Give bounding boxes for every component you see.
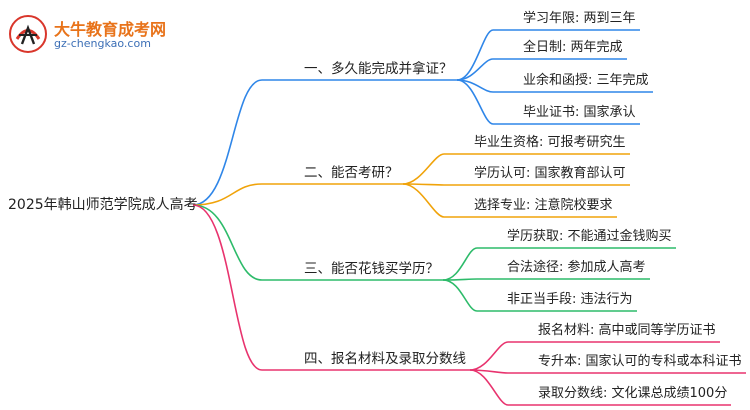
leaf-connector-0-0 [456, 29, 640, 81]
site-logo[interactable]: 大牛教育成考网 gz-chengkao.com [8, 14, 178, 54]
leaf-part-time: 业余和函授: 三年完成 [523, 73, 649, 88]
logo-name: 大牛教育成考网 [54, 20, 167, 39]
leaf-admission-score: 录取分数线: 文化课总成绩100分 [538, 386, 728, 401]
leaf-connector-0-2 [456, 79, 653, 93]
leaf-graduate-eligibility: 毕业生资格: 可报考研究生 [474, 135, 626, 150]
leaf-connector-1-0 [402, 153, 630, 185]
root-topic: 2025年韩山师范学院成人高考 [8, 197, 198, 213]
branch-materials: 四、报名材料及录取分数线 [304, 351, 466, 367]
root-connector-0 [192, 79, 263, 206]
leaf-legal-path: 合法途径: 参加成人高考 [507, 260, 646, 275]
branch-postgraduate: 二、能否考研？ [304, 165, 399, 181]
branch-buy-degree: 三、能否花钱买学历？ [304, 261, 439, 277]
leaf-connector-0-3 [456, 79, 640, 125]
logo-url: gz-chengkao.com [54, 37, 151, 50]
leaf-connector-1-1 [402, 183, 630, 186]
leaf-obtain-degree: 学历获取: 不能通过金钱购买 [507, 229, 672, 244]
leaf-recognition: 学历认可: 国家教育部认可 [474, 166, 626, 181]
leaf-connector-2-1 [442, 278, 650, 281]
leaf-full-time: 全日制: 两年完成 [523, 40, 623, 55]
root-connector-3 [192, 204, 263, 371]
leaf-connector-0-1 [456, 58, 627, 81]
leaf-connector-3-1 [469, 369, 746, 374]
leaf-study-years: 学习年限: 两到三年 [523, 11, 636, 26]
leaf-major-choice: 选择专业: 注意院校要求 [474, 198, 613, 213]
leaf-illegal-means: 非正当手段: 违法行为 [507, 292, 633, 307]
root-connector-1 [192, 183, 263, 206]
leaf-connector-2-2 [442, 279, 637, 312]
branch-duration: 一、多久能完成并拿证？ [304, 61, 453, 77]
root-connector-2 [192, 204, 263, 281]
leaf-connector-3-2 [469, 369, 731, 406]
logo-emblem-icon [9, 15, 47, 53]
leaf-connector-1-2 [402, 183, 617, 218]
leaf-connector-2-0 [442, 247, 676, 281]
leaf-connector-3-0 [469, 341, 720, 371]
leaf-upgrade: 专升本: 国家认可的专科或本科证书 [538, 354, 742, 369]
leaf-diploma: 毕业证书: 国家承认 [523, 105, 636, 120]
leaf-application-materials: 报名材料: 高中或同等学历证书 [538, 323, 716, 338]
